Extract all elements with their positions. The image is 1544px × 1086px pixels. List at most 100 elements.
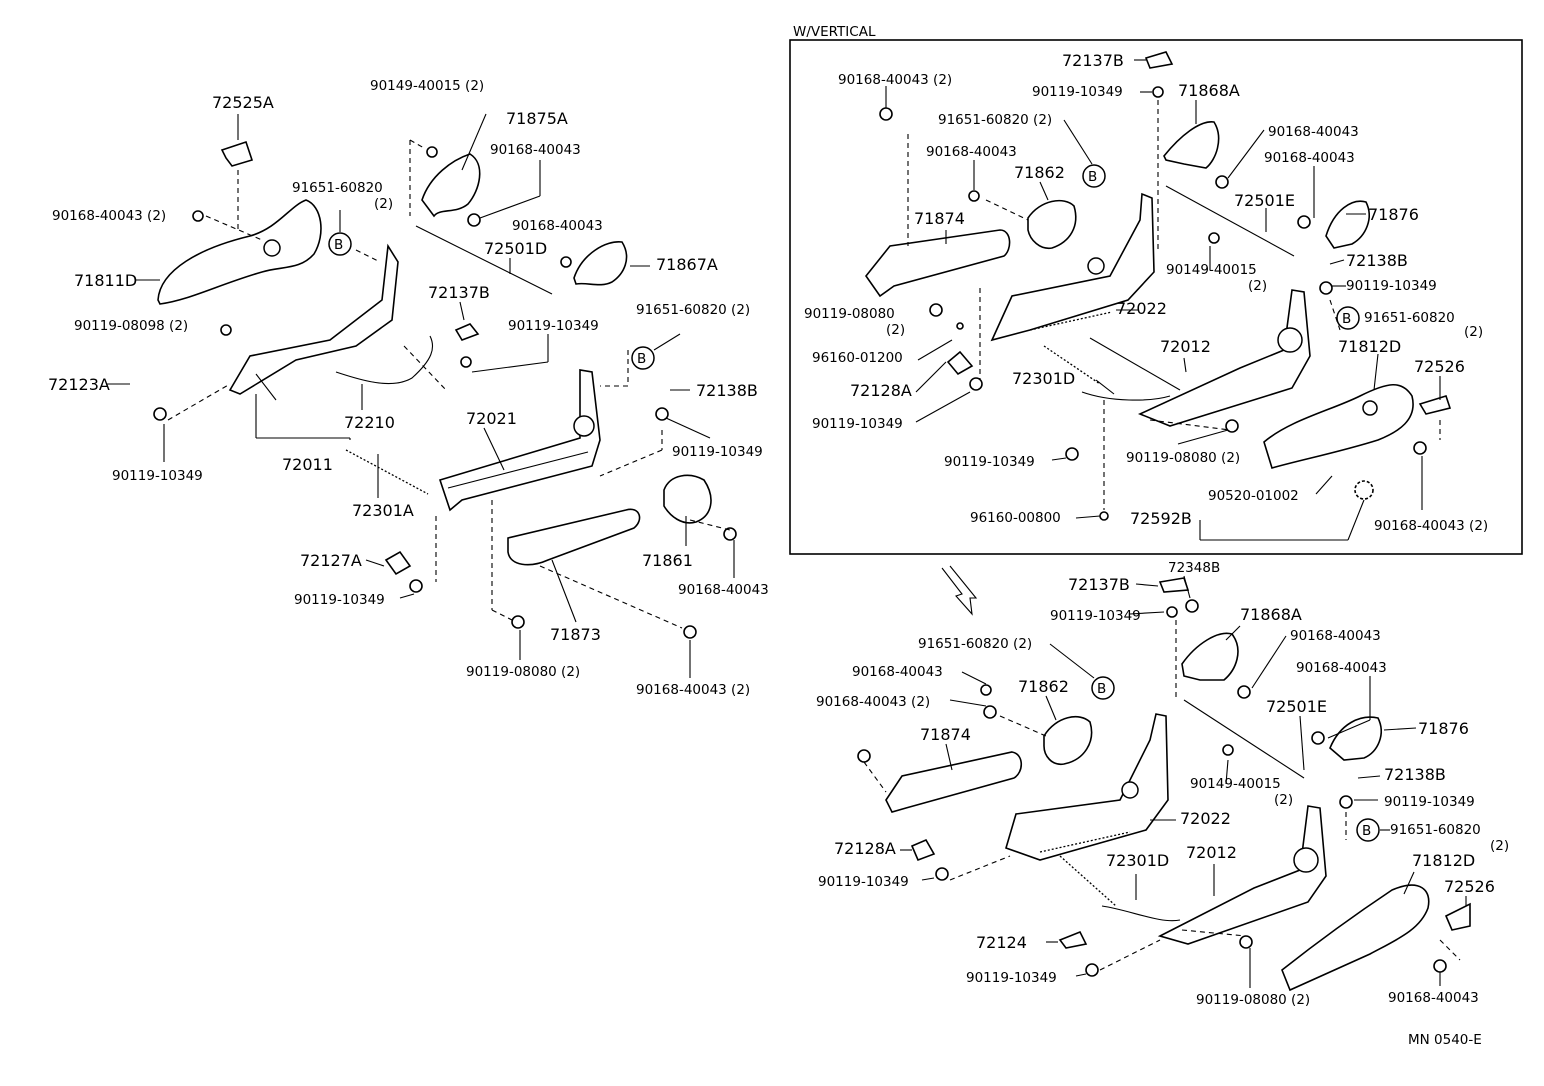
label-91651-60820-2: 91651-60820 (2) bbox=[918, 636, 1032, 652]
b-marker: B bbox=[1091, 676, 1115, 700]
label-72138b: 72138B bbox=[696, 381, 758, 400]
label-72128a: 72128A bbox=[834, 839, 896, 858]
label-72011: 72011 bbox=[282, 455, 333, 474]
lower-72012-shape bbox=[1157, 805, 1327, 945]
svg-text:B: B bbox=[1362, 823, 1371, 839]
upper-right-drawing bbox=[865, 51, 1452, 541]
label-90149-40015: 90149-40015 bbox=[1190, 776, 1281, 792]
label-71862: 71862 bbox=[1018, 677, 1069, 696]
inset-71862-shape bbox=[1027, 199, 1077, 250]
label-90168-40043-c: 90168-40043 bbox=[1264, 150, 1355, 166]
label-72124: 72124 bbox=[976, 933, 1027, 952]
label-91651-60820: 91651-60820 bbox=[292, 180, 383, 196]
label-71875a: 71875A bbox=[506, 109, 568, 128]
label-90119-10349-b: 90119-10349 bbox=[672, 444, 763, 460]
label-90119-10349-b: 90119-10349 bbox=[1346, 278, 1437, 294]
arrow-icon bbox=[941, 565, 978, 616]
label-72137b: 72137B bbox=[428, 283, 490, 302]
label-72137b: 72137B bbox=[1068, 575, 1130, 594]
label-72022: 72022 bbox=[1116, 299, 1167, 318]
label-71874: 71874 bbox=[914, 209, 965, 228]
label-72526: 72526 bbox=[1414, 357, 1465, 376]
label-71861: 71861 bbox=[642, 551, 693, 570]
label-90168-40043-d: 90168-40043 bbox=[1388, 990, 1479, 1006]
label-90168-40043-2b: 90168-40043 (2) bbox=[1374, 518, 1488, 534]
label-71873: 71873 bbox=[550, 625, 601, 644]
upper-right-labels: 72137B 90168-40043 (2) 90119-10349 71868… bbox=[804, 51, 1488, 534]
part-72011-shape bbox=[228, 243, 399, 395]
label-90119-10349-d: 90119-10349 bbox=[944, 454, 1035, 470]
label-90119-08098: 90119-08098 (2) bbox=[74, 318, 188, 334]
label-90168-40043-c: 90168-40043 bbox=[678, 582, 769, 598]
svg-text:B: B bbox=[637, 351, 646, 367]
label-90149-40015: 90149-40015 (2) bbox=[370, 78, 484, 94]
label-90168-40043-b: 90168-40043 bbox=[852, 664, 943, 680]
inset-71874-shape bbox=[865, 229, 1011, 298]
label-91651-qty: (2) bbox=[1490, 838, 1509, 854]
b-marker: B bbox=[631, 346, 655, 370]
label-72021: 72021 bbox=[466, 409, 517, 428]
label-90119-10349-c: 90119-10349 bbox=[112, 468, 203, 484]
label-72012: 72012 bbox=[1160, 337, 1211, 356]
label-90168-40043: 90168-40043 bbox=[490, 142, 581, 158]
label-71812d: 71812D bbox=[1338, 337, 1401, 356]
b-marker: B bbox=[328, 232, 352, 256]
label-90119-08080-qty: (2) bbox=[886, 322, 905, 338]
label-72127a: 72127A bbox=[300, 551, 362, 570]
part-71861-shape bbox=[663, 474, 712, 524]
label-71868a: 71868A bbox=[1240, 605, 1302, 624]
lower-71874-shape bbox=[885, 751, 1023, 813]
label-90119-08080: 90119-08080 (2) bbox=[466, 664, 580, 680]
label-72501e: 72501E bbox=[1234, 191, 1295, 210]
label-72501e: 72501E bbox=[1266, 697, 1327, 716]
label-90119-08080-2: 90119-08080 (2) bbox=[1126, 450, 1240, 466]
label-91651-qty: (2) bbox=[1464, 324, 1483, 340]
label-90168-40043-2: 90168-40043 (2) bbox=[52, 208, 166, 224]
svg-text:B: B bbox=[334, 237, 343, 253]
inset-71868a-shape bbox=[1163, 121, 1220, 169]
svg-text:B: B bbox=[1097, 681, 1106, 697]
b-marker: B bbox=[1336, 306, 1360, 330]
label-72128a: 72128A bbox=[850, 381, 912, 400]
label-90119-10349: 90119-10349 bbox=[1050, 608, 1141, 624]
label-72138b: 72138B bbox=[1384, 765, 1446, 784]
label-72123a: 72123A bbox=[48, 375, 110, 394]
label-qty: (2) bbox=[374, 196, 393, 212]
label-72138b: 72138B bbox=[1346, 251, 1408, 270]
lower-right-labels: 72348B 72137B 90119-10349 71868A 90168-4… bbox=[816, 560, 1509, 1008]
label-90168-40043-a: 90168-40043 bbox=[1290, 628, 1381, 644]
label-72012: 72012 bbox=[1186, 843, 1237, 862]
label-91651-60820: 91651-60820 bbox=[1364, 310, 1455, 326]
vertical-inset: W/VERTICAL bbox=[789, 24, 1523, 555]
label-90168-40043-2: 90168-40043 (2) bbox=[838, 72, 952, 88]
label-90119-10349-d: 90119-10349 bbox=[966, 970, 1057, 986]
b-markers: B B B B B B bbox=[328, 164, 1380, 842]
label-91651-60820: 91651-60820 bbox=[1390, 822, 1481, 838]
label-90119-10349-c: 90119-10349 bbox=[818, 874, 909, 890]
label-90168-40043-c: 90168-40043 bbox=[1296, 660, 1387, 676]
label-90149-qty: (2) bbox=[1248, 278, 1267, 294]
inset-72022-shape bbox=[990, 192, 1155, 342]
label-90149-40015: 90149-40015 bbox=[1166, 262, 1257, 278]
label-72525a: 72525A bbox=[212, 93, 274, 112]
label-90119-10349: 90119-10349 bbox=[508, 318, 599, 334]
label-72301a: 72301A bbox=[352, 501, 414, 520]
part-72525a-shape bbox=[220, 140, 254, 167]
inset-71876-shape bbox=[1325, 200, 1370, 249]
label-71876: 71876 bbox=[1418, 719, 1469, 738]
label-71811d: 71811D bbox=[74, 271, 137, 290]
inset-title: W/VERTICAL bbox=[793, 24, 876, 40]
label-71876: 71876 bbox=[1368, 205, 1419, 224]
label-90119-10349-b: 90119-10349 bbox=[1384, 794, 1475, 810]
label-91651-60820-2: 91651-60820 (2) bbox=[938, 112, 1052, 128]
b-marker: B bbox=[1356, 818, 1380, 842]
label-72022: 72022 bbox=[1180, 809, 1231, 828]
lower-71876-shape bbox=[1329, 716, 1382, 761]
inset-71812d-shape bbox=[1263, 384, 1414, 469]
label-90168-40043-a: 90168-40043 bbox=[1268, 124, 1359, 140]
label-72526: 72526 bbox=[1444, 877, 1495, 896]
label-90520-01002: 90520-01002 bbox=[1208, 488, 1299, 504]
left-labels: 72525A 90149-40015 (2) 71875A 90168-4004… bbox=[48, 78, 769, 698]
part-72021-shape bbox=[438, 369, 601, 512]
